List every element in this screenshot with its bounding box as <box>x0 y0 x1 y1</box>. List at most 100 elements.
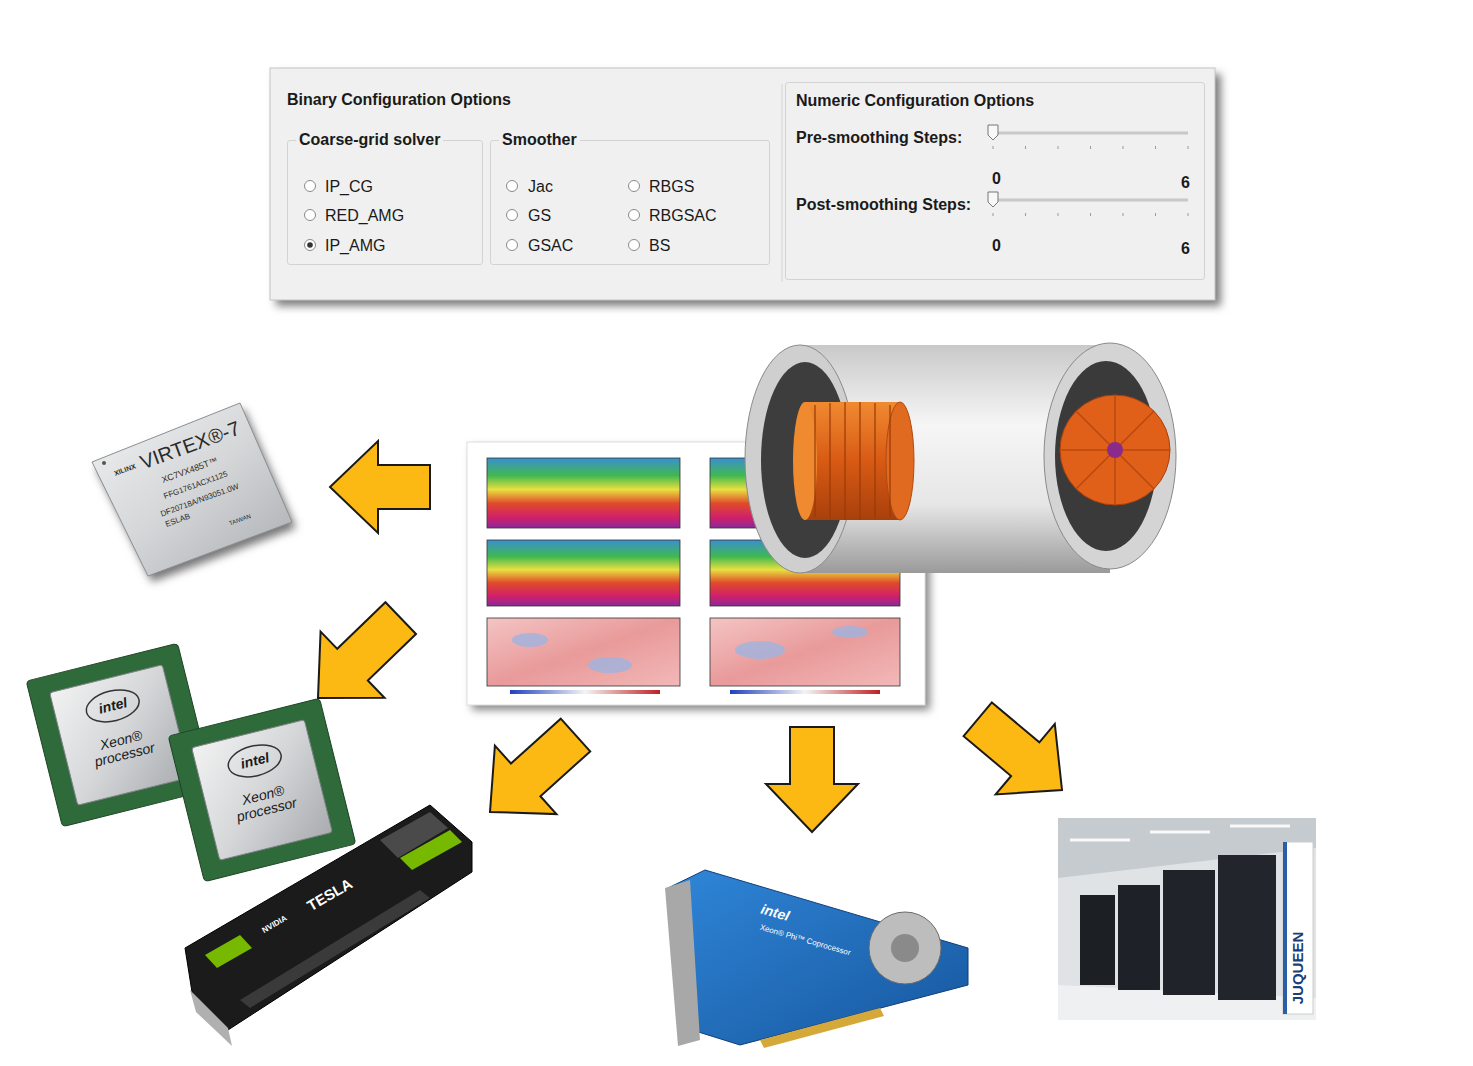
cylinder-end <box>1044 343 1176 569</box>
chip-marking: ESLAB <box>164 512 191 529</box>
slider-min: 0 <box>992 169 1001 189</box>
slider-label: Pre-smoothing Steps: <box>796 128 962 148</box>
block-arrow <box>459 701 606 846</box>
heat-spreader <box>50 665 191 806</box>
radio-buttons <box>305 181 640 251</box>
block-arrow <box>948 684 1091 825</box>
fan-hub <box>891 934 919 962</box>
radio-option: RED_AMG <box>325 206 404 226</box>
numeric-options-section: Numeric Configuration OptionsPre-smoothi… <box>785 82 1205 280</box>
chip-marking: XC7VX485T™ <box>161 456 220 485</box>
block-arrow <box>330 441 430 533</box>
slider-thumb <box>988 125 998 140</box>
card-bracket <box>190 990 232 1046</box>
logo-ring <box>83 685 143 727</box>
increment-map <box>710 618 900 686</box>
ceiling-lights <box>1070 826 1290 840</box>
chip-marking: FFG1761ACX1125 <box>163 470 229 501</box>
smoother-group: SmootherJacGSGSACRBGSRBGSACBS <box>490 140 770 265</box>
coprocessor-card <box>668 870 968 1045</box>
radio-button <box>507 240 518 251</box>
brand-logo: NVIDIA <box>261 914 289 935</box>
ceiling <box>1058 818 1316 878</box>
server-cabinet <box>1163 870 1215 995</box>
radio-button <box>507 181 518 192</box>
slider-max: 6 <box>1181 173 1190 193</box>
card-accent <box>400 830 462 870</box>
machine-room <box>1058 818 1316 1020</box>
slider-ticks <box>993 213 1188 216</box>
heat-spreader <box>192 720 333 861</box>
flame-column-end <box>793 402 817 520</box>
chip-board <box>168 698 356 881</box>
flame-disk-rays <box>1060 395 1170 505</box>
map-blotches <box>512 626 868 673</box>
radio-option: IP_AMG <box>325 236 385 256</box>
block-arrow <box>286 585 433 731</box>
map-blotch <box>735 641 785 659</box>
slider-max: 6 <box>1181 239 1190 259</box>
radio-option: GSAC <box>528 236 573 256</box>
pcie-contacts <box>760 1008 884 1048</box>
section-heading: Binary Configuration Options <box>287 90 511 110</box>
product-name: Xeon® processor <box>222 778 307 827</box>
fpga-chip <box>92 403 292 576</box>
logo-ring <box>225 740 285 782</box>
card-accent <box>205 935 252 968</box>
panel-ground <box>270 68 1215 300</box>
radio-button <box>507 210 518 221</box>
radio-button <box>305 181 316 192</box>
chip-brand: XILINX <box>113 463 137 478</box>
chip-marking: TAIWAN <box>228 513 252 527</box>
product-name: Xeon® Phi™ Coprocessor <box>759 924 852 958</box>
section-heading: Numeric Configuration Options <box>796 91 1034 111</box>
server-cabinet <box>1218 855 1276 1000</box>
radio-button <box>305 240 316 251</box>
brand-logo: intel <box>239 750 271 772</box>
map-blotch <box>588 657 632 673</box>
block-arrows <box>286 441 1092 846</box>
slider-min: 0 <box>992 236 1001 256</box>
radio-button <box>629 181 640 192</box>
flame-streaks <box>815 402 890 520</box>
slider-ticks <box>993 146 1188 149</box>
slider-thumb <box>988 192 998 207</box>
coarse-grid-group: Coarse-grid solverIP_CGRED_AMGIP_AMG <box>287 140 483 265</box>
flame-disk <box>1060 395 1170 505</box>
gpu-card <box>185 805 472 1030</box>
radio-button <box>629 240 640 251</box>
radio-option: RBGS <box>649 177 694 197</box>
color-bar <box>730 690 880 694</box>
system-name: JUQUEEN <box>1290 932 1307 1005</box>
weather-map <box>487 540 680 606</box>
radio-option: RBGSAC <box>649 206 717 226</box>
group-heading: Coarse-grid solver <box>296 130 443 150</box>
group-heading: Smoother <box>499 130 580 150</box>
radio-option: Jac <box>528 177 553 197</box>
color-bar <box>510 690 660 694</box>
binary-options-section: Coarse-grid solverIP_CG RED_AMG IP_AMG Smoo… <box>280 84 778 274</box>
map-blotch <box>512 633 548 647</box>
radio-button <box>629 210 640 221</box>
banner <box>1283 842 1313 1014</box>
slider-track <box>990 132 1188 135</box>
radio-option: IP_CG <box>325 177 373 197</box>
radio-selected-dot <box>307 242 313 248</box>
product-name: Xeon® processor <box>80 723 165 772</box>
card-fins <box>240 890 430 1008</box>
flame-disk-core <box>1107 442 1123 458</box>
xeon-chip <box>168 698 356 881</box>
increment-map <box>487 618 680 686</box>
slider-track <box>990 199 1188 202</box>
radio-option: GS <box>528 206 551 226</box>
brand-logo: intel <box>759 902 791 925</box>
product-name: TESLA <box>305 876 356 915</box>
panel-divider <box>782 84 783 282</box>
brand-logo: intel <box>97 695 129 717</box>
block-arrow <box>766 727 858 832</box>
chip-family: VIRTEX®-7 <box>137 417 243 473</box>
pin-one-dot <box>102 461 106 465</box>
